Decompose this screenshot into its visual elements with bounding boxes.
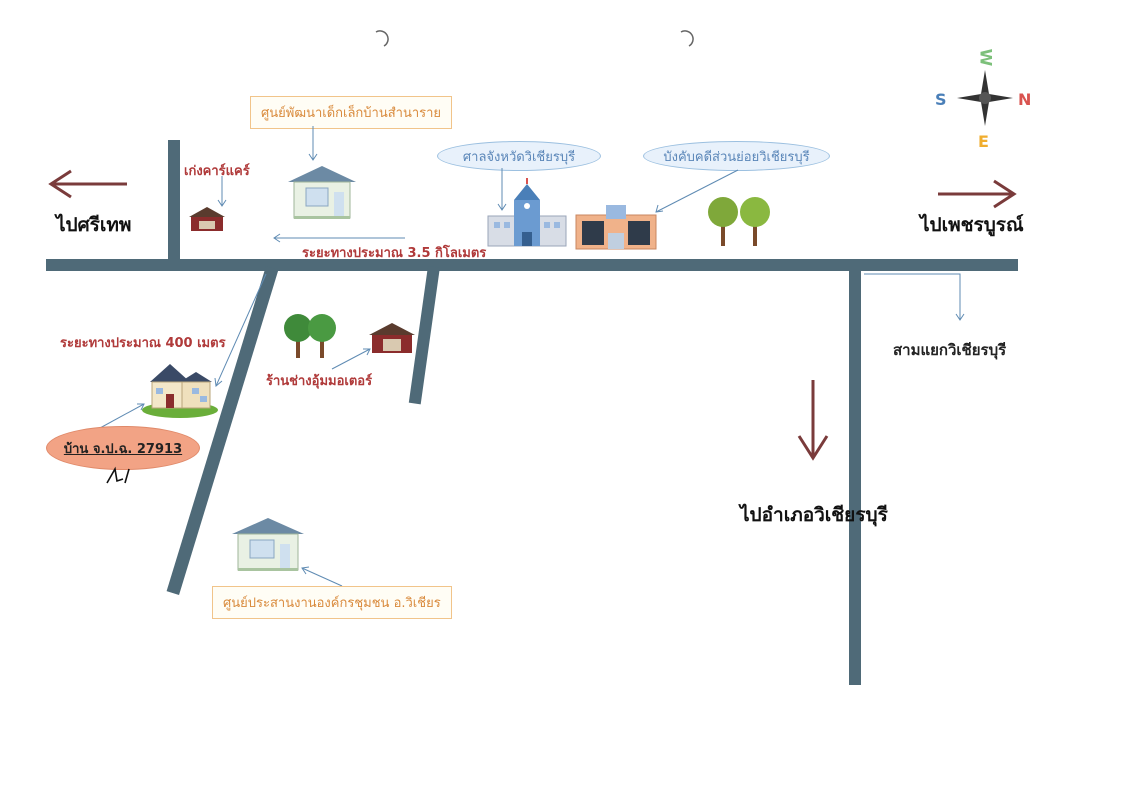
childcare-pointer-icon [308, 126, 318, 161]
house-pointer-icon [214, 273, 267, 387]
south-road-vichian [849, 265, 861, 685]
garage-pointer-icon [217, 176, 227, 207]
direction-south-label: ไปอำเภอวิเชียรบุรี [740, 504, 888, 526]
community-center-pointer-icon [301, 566, 343, 587]
junction-label: สามแยกวิเชียรบุรี [893, 341, 1007, 359]
motor-shop-label: ร้านช่างอุ้มมอเตอร์ [266, 374, 373, 389]
junction-pointer-icon [864, 273, 965, 321]
motor-shop-pointer-icon [331, 348, 371, 370]
trees-near-shop-icon [284, 314, 336, 358]
court-building-icon [487, 178, 567, 247]
north-spur-road [168, 140, 180, 265]
direction-west-label: ไปศรีเทพ [56, 214, 132, 236]
destination-label: บ้าน จ.ป.ฉ. 27913 [63, 441, 183, 457]
community-center-label: ศูนย์ประสานงานองค์กรชุมชน อ.วิเชียร [212, 586, 452, 619]
legal-execution-office-label: บังคับคดีส่วนย่อยวิเชียรบุรี [643, 141, 830, 171]
direction-east-label: ไปเพชรบูรณ์ [920, 214, 1024, 236]
distance-main-label: ระยะทางประมาณ 3.5 กิโลเมตร [302, 246, 487, 261]
provincial-court-label: ศาลจังหวัดวิเชียรบุรี [437, 141, 601, 171]
destination-house-icon [142, 364, 218, 418]
paper-hole-left-icon [375, 30, 389, 47]
distance-branch-label: ระยะทางประมาณ 400 เมตร [60, 336, 226, 351]
arrow-left-icon [48, 169, 127, 199]
arrow-right-icon [938, 179, 1017, 209]
paper-hole-right-icon [680, 30, 694, 47]
garage-label: เก่งคาร์แคร์ [184, 164, 250, 179]
court-pointer-icon [497, 168, 507, 211]
destination-badge: บ้าน จ.ป.ฉ. 27913 [46, 426, 200, 470]
childcare-center-label: ศูนย์พัฒนาเด็กเล็กบ้านสำนาราย [250, 96, 453, 129]
garage-building-icon [189, 207, 225, 231]
compass-w: W [976, 48, 996, 67]
office-pointer-icon [655, 169, 739, 213]
main-road [46, 259, 1018, 271]
compass-s: S [935, 90, 947, 109]
compass-n: N [1018, 90, 1032, 109]
community-center-building-icon [232, 518, 304, 571]
compass-e: E [978, 132, 989, 151]
office-building-icon [575, 205, 657, 250]
badge-pointer-icon [99, 403, 145, 429]
distance-pointer-icon [273, 233, 405, 243]
arrow-down-icon [797, 380, 829, 461]
compass-rose-icon [957, 70, 1013, 126]
childcare-building-icon [288, 166, 356, 219]
tree-group-icon [708, 197, 770, 246]
signature-mark-icon [106, 466, 130, 484]
motor-shop-building-icon [369, 323, 415, 353]
